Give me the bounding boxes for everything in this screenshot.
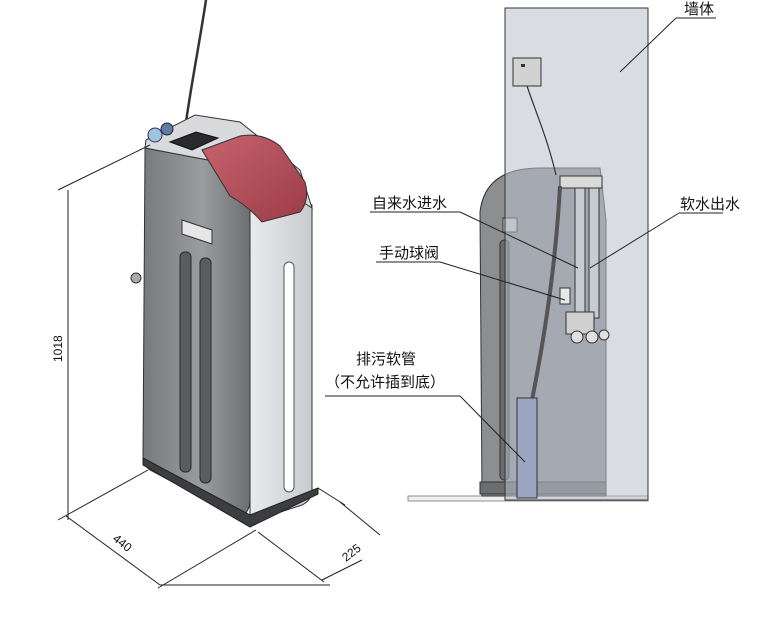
outlet-pipe [588, 177, 600, 319]
salt-lid-handle [181, 219, 213, 245]
wall-controller-box [512, 57, 542, 87]
power-cable [184, 0, 208, 123]
label-wall: 墙体 [684, 0, 714, 18]
label-drain-note: （不允许插到底） [325, 373, 445, 391]
label-inlet: 自来水进水 [372, 194, 447, 212]
valve-body [565, 311, 595, 335]
label-drain-hose: 排污软管 [356, 350, 416, 368]
red-cover [201, 134, 308, 223]
drain-hose [530, 185, 562, 401]
bypass-valve-icon [570, 330, 584, 344]
inlet-valve-icon [147, 127, 163, 143]
drain-pipe [516, 397, 538, 499]
cabinet-side [249, 167, 313, 523]
control-panel [168, 131, 220, 151]
front-groove-2 [199, 257, 212, 484]
cabinet-base [142, 457, 319, 528]
softener-left: 1018 440 225 [51, 0, 381, 589]
label-ball-valve: 手动球阀 [379, 244, 439, 262]
pipe-header [559, 175, 603, 189]
front-groove-1 [179, 251, 192, 473]
width-dim-line [65, 515, 161, 586]
label-outlet: 软水出水 [680, 195, 740, 213]
cabinet-front [142, 147, 251, 519]
inlet-pipe [574, 177, 586, 319]
dim-height-label: 1018 [51, 335, 65, 362]
installation-right: 墙体 自来水进水 软水出水 手动球阀 排污软管 （不允许插到底） [325, 0, 740, 502]
depth-dim-line [321, 559, 363, 581]
side-groove [283, 261, 295, 493]
drain-port-icon [130, 272, 142, 284]
outlet-valve-icon [160, 122, 174, 136]
ball-valve-handle [559, 287, 571, 305]
controller-cable [526, 85, 557, 176]
